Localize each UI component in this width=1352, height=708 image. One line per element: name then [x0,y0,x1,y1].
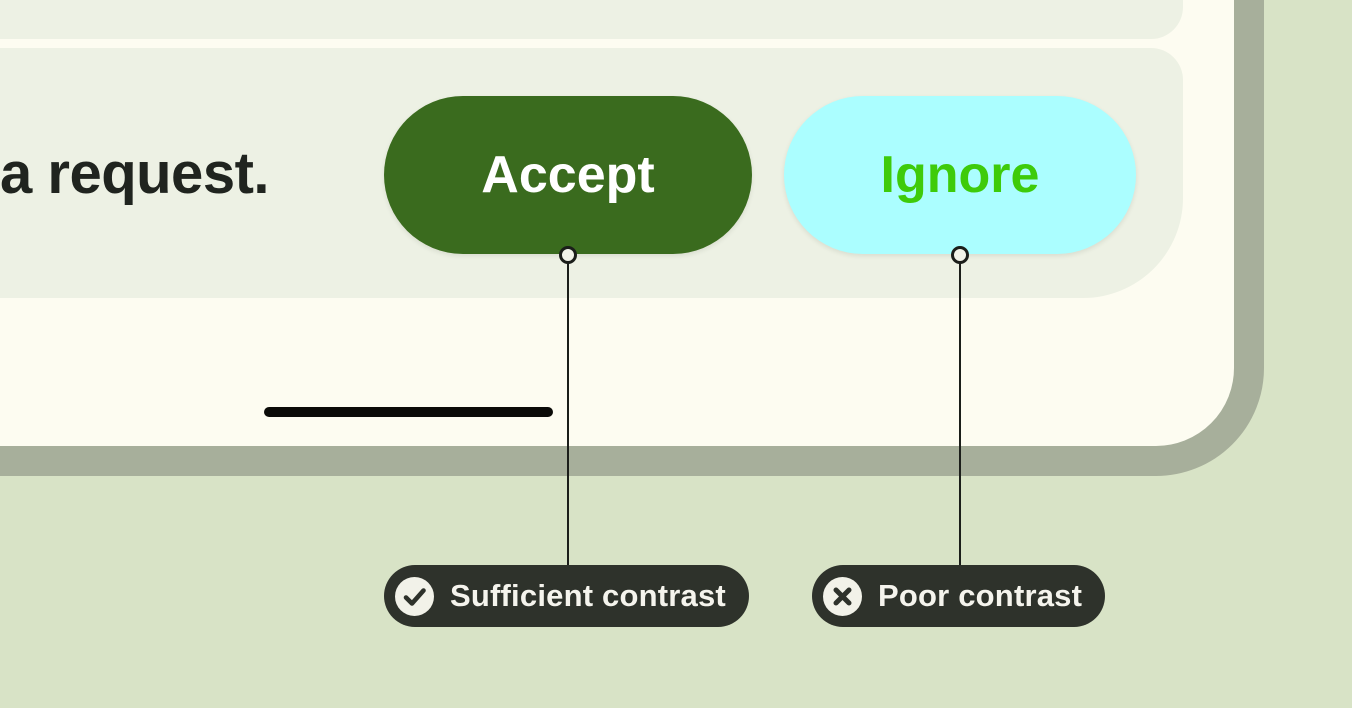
leader-line-accept [566,255,570,566]
leader-line-ignore [958,255,962,566]
home-indicator [264,407,553,417]
anchor-dot-ignore [951,246,969,264]
ignore-button[interactable]: Ignore [784,96,1136,254]
request-text: a request. [0,140,270,206]
x-circle-icon [823,576,862,616]
annotation-label: Poor contrast [878,578,1083,613]
annotation-poor-contrast: Poor contrast [812,565,1106,627]
previous-list-card [0,0,1183,39]
check-circle-icon [395,576,434,616]
annotation-label: Sufficient contrast [450,578,726,613]
annotation-sufficient-contrast: Sufficient contrast [384,565,749,627]
accept-button[interactable]: Accept [384,96,752,254]
anchor-dot-accept [559,246,577,264]
